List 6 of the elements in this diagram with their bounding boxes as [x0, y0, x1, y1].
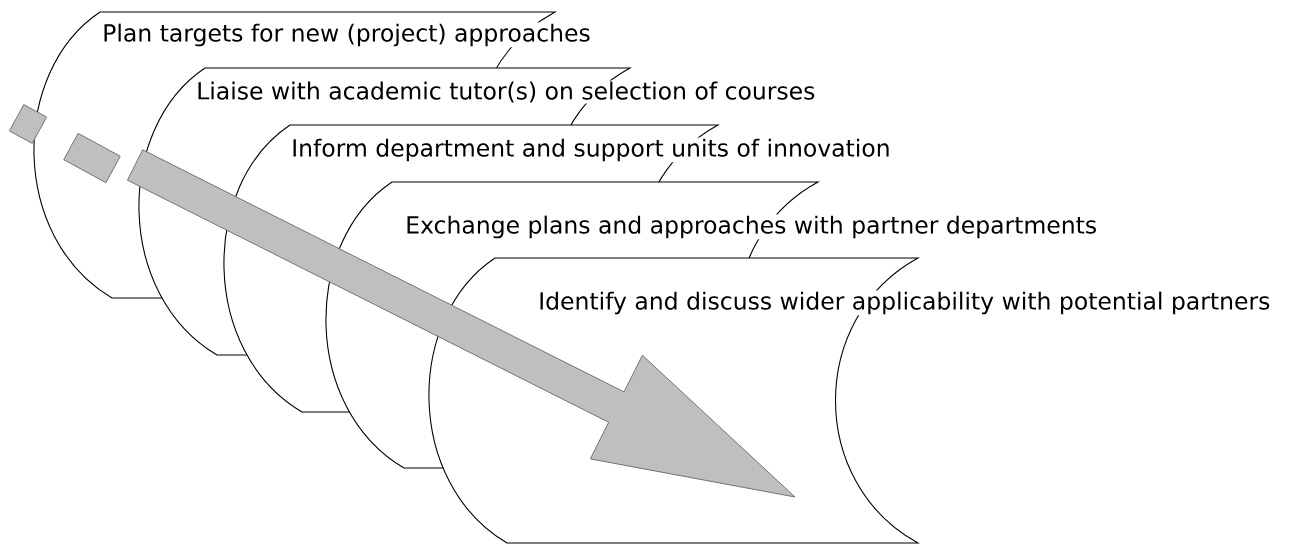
step-text: Inform department and support units of innovation — [290, 137, 892, 163]
step-text: Liaise with academic tutor(s) on selection of courses — [195, 80, 817, 104]
step-text: Exchange plans and approaches with partner departments — [404, 214, 1099, 240]
block-arrow — [126, 149, 796, 498]
step-text: Identify and discuss wider applicability with potential partners — [537, 290, 1272, 316]
step-text: Plan targets for new (project) approaches — [101, 22, 592, 48]
